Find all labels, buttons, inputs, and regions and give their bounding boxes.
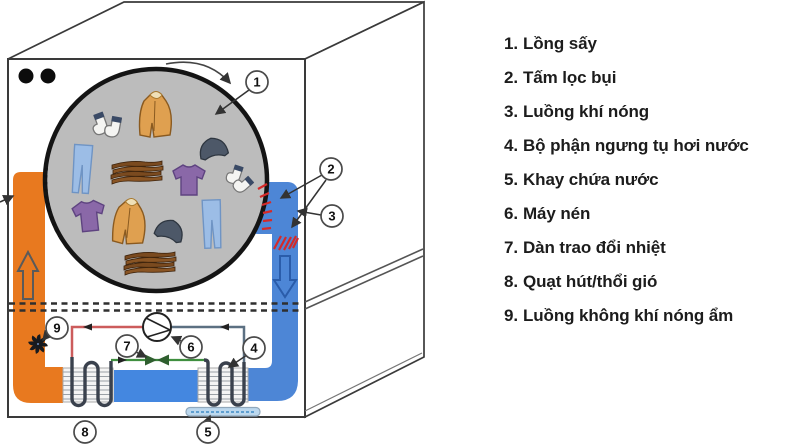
jeans-icon (70, 143, 94, 195)
callout-6: 6 (179, 335, 203, 359)
callout-5: 5 (196, 420, 220, 444)
refrigerant-circuit (70, 312, 246, 408)
legend-item-number: 7. (504, 238, 518, 257)
svg-text:3: 3 (328, 209, 335, 224)
legend-item: 8.Quạt hút/thổi gió (504, 272, 749, 291)
callouts: 1 2 3 4 5 6 7 (45, 70, 344, 444)
coil-tube-right (203, 358, 246, 407)
legend-item-number: 8. (504, 272, 518, 291)
legend-item-label: Máy nén (522, 204, 591, 223)
legend-item: 3.Luồng khí nóng (504, 102, 749, 121)
air-inlet-grille (43, 167, 62, 237)
folded-cloth-icon (110, 160, 164, 185)
dryer-diagram: 1 2 3 4 5 6 7 (0, 0, 425, 444)
legend-item-number: 6. (504, 204, 518, 223)
side-panel-seam-line (304, 255, 424, 310)
hot-air-duct (13, 172, 63, 403)
legend-item: 5.Khay chứa nước (504, 170, 749, 189)
rotation-arrow-icon (165, 61, 232, 85)
drum (42, 66, 270, 294)
svg-text:4: 4 (250, 341, 258, 356)
svg-text:1: 1 (253, 75, 260, 90)
callout-7: 7 (115, 334, 139, 358)
callout-2: 2 (319, 157, 343, 181)
legend-item-label: Khay chứa nước (522, 170, 659, 189)
compartment-divider (9, 302, 303, 312)
legend-item: 7.Dàn trao đổi nhiệt (504, 238, 749, 257)
legend-item-number: 5. (504, 170, 518, 189)
legend-item-label: Luồng khí nóng (522, 102, 650, 121)
folded-cloth-icon (123, 251, 177, 276)
legend-item-number: 4. (504, 136, 518, 155)
legend-item: 4.Bộ phận ngưng tụ hơi nước (504, 136, 749, 155)
legend-item-label: Quạt hút/thổi gió (522, 272, 658, 291)
legend-item: 1.Lồng sấy (504, 34, 749, 53)
legend-item-label: Lồng sấy (522, 34, 597, 53)
flow-arrow-icon (118, 356, 127, 364)
control-knob-icon (40, 68, 56, 84)
compressor-icon (142, 312, 172, 342)
flow-arrow-icon (220, 323, 229, 331)
fan-icon (28, 334, 48, 354)
svg-text:6: 6 (187, 340, 194, 355)
callout-3: 3 (320, 204, 344, 228)
svg-text:2: 2 (327, 162, 334, 177)
legend-item: 2.Tấm lọc bụi (504, 68, 749, 87)
water-tray (185, 406, 261, 417)
coil-tube-left (70, 357, 113, 408)
legend-item: 9.Luồng không khí nóng ẩm (504, 306, 749, 325)
legend-item: 6.Máy nén (504, 204, 749, 223)
water-channel (114, 370, 198, 402)
dryer-diagram-svg: 1 2 3 4 5 6 7 (0, 0, 425, 444)
callout-leaders (42, 89, 327, 427)
duct-filter-marks (273, 235, 299, 251)
legend-item-label: Bộ phận ngưng tụ hơi nước (522, 136, 749, 155)
legend-item-number: 9. (504, 306, 518, 325)
legend-item-label: Dàn trao đổi nhiệt (522, 238, 666, 257)
legend: 1.Lồng sấy 2.Tấm lọc bụi 3.Luồng khí nón… (504, 34, 749, 325)
callout-8: 8 (73, 420, 97, 444)
legend-item-number: 3. (504, 102, 518, 121)
control-knob-icon (18, 68, 34, 84)
hot-gas-pipe (70, 325, 143, 358)
legend-item-number: 2. (504, 68, 518, 87)
callout-9: 9 (45, 316, 69, 340)
callout-1: 1 (245, 70, 269, 94)
edge-leader-line (0, 194, 15, 206)
flow-arrow-icon (83, 323, 92, 331)
legend-item-label: Tấm lọc bụi (522, 68, 617, 87)
callout-4: 4 (242, 336, 266, 360)
legend-item-number: 1. (504, 34, 518, 53)
side-panel-base-line (304, 352, 423, 412)
svg-text:8: 8 (81, 425, 88, 440)
expansion-valve-icon (145, 354, 169, 366)
svg-text:5: 5 (204, 425, 211, 440)
svg-text:9: 9 (53, 321, 60, 336)
lint-filter-marks (257, 183, 273, 231)
up-arrow-icon (16, 249, 40, 300)
legend-item-label: Luồng không khí nóng ẩm (522, 306, 734, 325)
condenser-right (197, 367, 249, 403)
svg-text:7: 7 (123, 339, 130, 354)
down-arrow-icon (272, 255, 298, 299)
side-panel-seam-line (304, 248, 424, 303)
